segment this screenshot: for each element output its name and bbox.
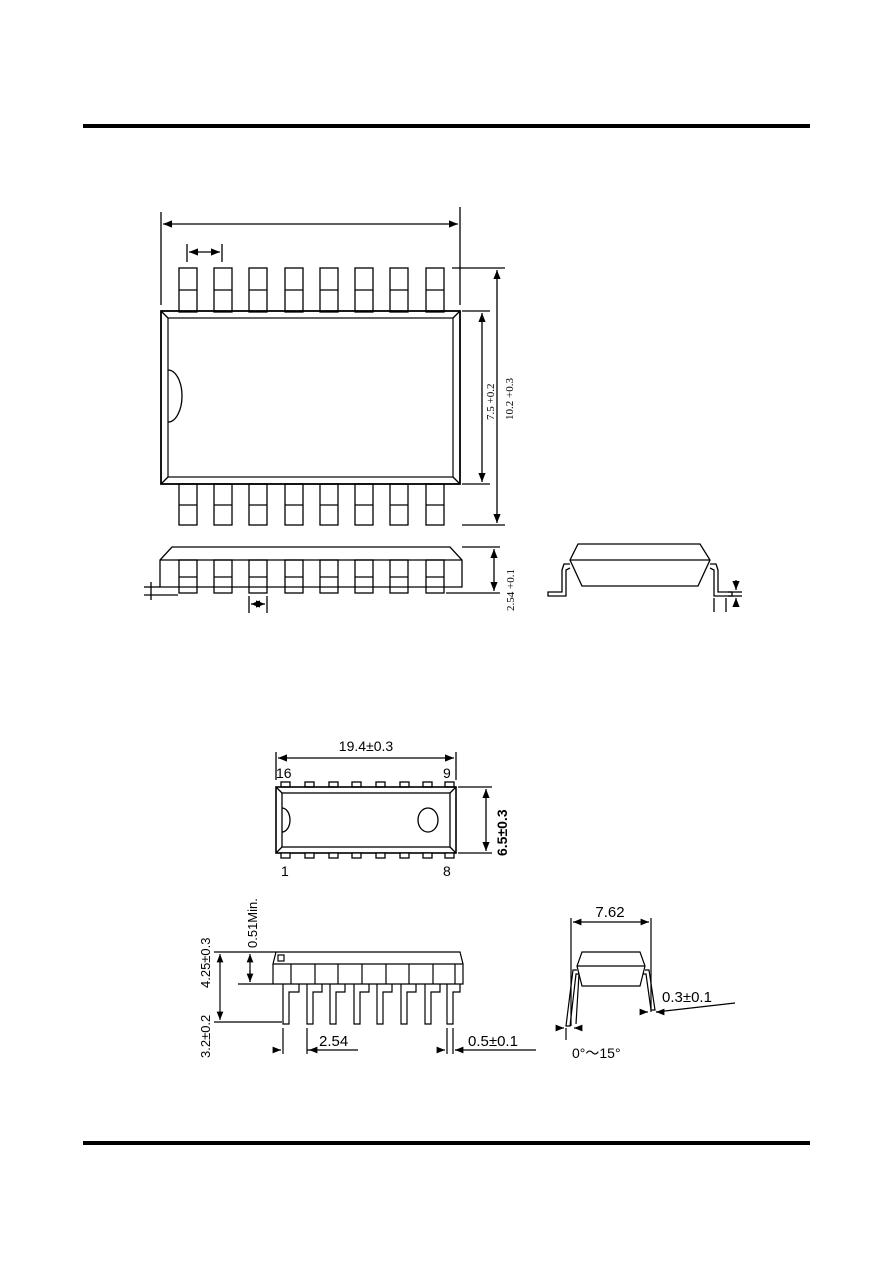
dip-lead-width-label: 0.5±0.1 — [468, 1033, 518, 1050]
dip-end-view — [555, 918, 736, 1040]
top-rule — [83, 124, 810, 128]
dip-width-label: 6.5±0.3 — [494, 809, 510, 856]
pin-1-label: 1 — [281, 863, 289, 879]
sop-body-width-label: 7.5 +0.2 — [485, 384, 497, 420]
pin-8-label: 8 — [443, 863, 451, 879]
dip-side-pins — [282, 964, 461, 1025]
sop-side-pins — [178, 559, 445, 594]
sop-top-pins — [178, 267, 445, 313]
dip-lead-angle-label: 0°～15° — [572, 1045, 621, 1061]
dip-lead-length-label: 3.2±0.2 — [198, 1015, 213, 1058]
bottom-rule — [83, 1141, 810, 1145]
sop-end-view — [547, 543, 742, 612]
pin-16-label: 16 — [276, 765, 292, 781]
dip-pitch-label: 2.54 — [319, 1033, 348, 1050]
pin-9-label: 9 — [443, 765, 451, 781]
dip-lead-thickness-label: 0.3±0.1 — [662, 989, 712, 1006]
dip-row-spacing-label: 7.62 — [595, 904, 624, 921]
dip-bottom-pins — [280, 852, 455, 859]
sop-bottom-pins — [178, 483, 445, 526]
sop-top-view — [160, 207, 505, 526]
dip-length-label: 19.4±0.3 — [339, 738, 394, 754]
dip-side-view — [214, 951, 536, 1054]
sop-total-width-label: 10.2 +0.3 — [504, 378, 516, 420]
sop-side-view — [144, 546, 500, 613]
sop-height-label: 2.54 +0.1 — [505, 569, 517, 611]
dip-body-height-label: 4.25±0.3 — [198, 937, 213, 988]
dip-standoff-label: 0.51Min. — [245, 898, 260, 948]
dip-top-view — [275, 752, 492, 859]
